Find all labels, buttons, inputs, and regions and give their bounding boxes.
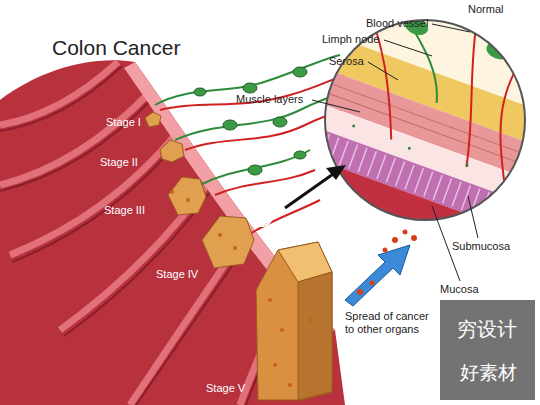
spread-arrow	[345, 245, 410, 306]
stage-label: Stage III	[104, 204, 145, 217]
stage-label: Stage IV	[156, 268, 198, 281]
part-label: Muscle layers	[236, 93, 303, 106]
part-label: Normal	[468, 3, 503, 16]
focus-ring	[252, 206, 272, 226]
diagram-title: Colon Cancer	[52, 36, 180, 60]
lens-border	[325, 20, 525, 220]
part-label: Blood vessel	[366, 17, 428, 30]
watermark: 好素材	[460, 362, 517, 384]
part-label: Mucosa	[440, 283, 479, 296]
tumors	[145, 112, 332, 400]
part-label: Submucosa	[452, 240, 510, 253]
zoom-arrowhead	[326, 165, 346, 180]
watermark: 穷设计	[457, 318, 517, 341]
colon-wall	[0, 60, 345, 405]
haustra	[0, 62, 335, 405]
spread-note: Spread of cancer to other organs	[345, 310, 435, 335]
stage-label: Stage V	[206, 382, 245, 395]
spread-cells	[357, 230, 417, 296]
watermark-box	[440, 300, 535, 400]
part-label: Limph node	[322, 33, 380, 46]
stage-label: Stage I	[106, 116, 141, 129]
lymph-nodes	[194, 67, 307, 175]
part-label: Serosa	[329, 55, 364, 68]
stage-label: Stage II	[100, 156, 138, 169]
vessels	[155, 55, 350, 240]
tumor-dots	[170, 190, 312, 387]
zoom-arrow	[285, 172, 336, 208]
